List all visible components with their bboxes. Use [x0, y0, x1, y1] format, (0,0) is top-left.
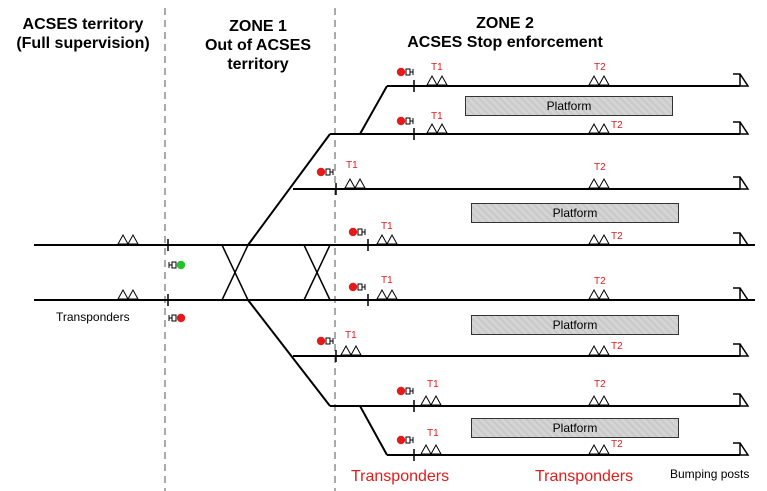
transponders-label: Transponders — [56, 310, 130, 324]
transponder-icon — [588, 177, 610, 189]
fan-branch-bottom — [359, 405, 388, 456]
t2-label: T2 — [611, 231, 623, 242]
zone2-line2: ACSES Stop enforcement — [407, 34, 603, 51]
zone2-line1: ZONE 2 — [476, 15, 534, 32]
bumping-posts-label: Bumping posts — [670, 467, 750, 481]
t1-label: T1 — [431, 111, 443, 122]
t2-label: T2 — [611, 341, 623, 352]
signal-icon — [396, 435, 414, 445]
t1-label: T1 — [381, 275, 393, 286]
fan-diagonal-down — [247, 299, 331, 407]
acses-territory-line1: ACSES territory — [22, 16, 144, 33]
platform-4: Platform — [471, 418, 679, 438]
platform-3: Platform — [471, 315, 679, 335]
transponder-icon — [117, 288, 139, 300]
fan-diagonal-up — [247, 133, 331, 246]
bumping-post-icon — [733, 287, 750, 301]
transponder-icon — [376, 233, 398, 245]
transponder-icon — [588, 74, 610, 86]
transponder-icon — [588, 122, 610, 134]
transponder-icons — [117, 74, 610, 455]
bumping-post-icon — [733, 176, 750, 190]
zone1-line2: Out of ACSES — [204, 37, 312, 54]
zone1-title: ZONE 1 Out of ACSES territory — [185, 17, 331, 74]
zone2-title: ZONE 2 ACSES Stop enforcement — [380, 14, 630, 52]
transponder-icon — [420, 443, 442, 455]
t1-label: T1 — [431, 62, 443, 73]
platform-2: Platform — [471, 203, 679, 223]
zone1-line1: ZONE 1 — [229, 18, 287, 35]
signal-icon — [316, 336, 334, 346]
bumping-post-icon — [733, 121, 750, 135]
t2-label: T2 — [594, 62, 606, 73]
transponder-icon — [376, 288, 398, 300]
bumping-post-icon — [733, 393, 750, 407]
transponder-icon — [588, 443, 610, 455]
transponder-icon — [588, 344, 610, 356]
t1-label: T1 — [427, 428, 439, 439]
transponder-icon — [426, 122, 448, 134]
bumping-post-icon — [733, 232, 750, 246]
signal-icon-green — [168, 260, 186, 270]
bumping-post-icon — [733, 73, 750, 87]
transponder-icon — [420, 394, 442, 406]
t1-label: T1 — [345, 330, 357, 341]
t2-label: T2 — [594, 162, 606, 173]
signal-icon — [348, 282, 366, 292]
insulated-joints — [167, 80, 415, 461]
t2-label: T2 — [594, 379, 606, 390]
signals — [168, 67, 414, 445]
t2-label: T2 — [594, 276, 606, 287]
transponder-icon — [588, 233, 610, 245]
platform-1: Platform — [465, 96, 673, 116]
crossover-2b — [303, 244, 331, 301]
transponders-label-zone2-t2: Transponders — [535, 468, 634, 485]
signal-icon — [316, 167, 334, 177]
transponder-icon — [426, 74, 448, 86]
t1-label: T1 — [346, 160, 358, 171]
signal-icon — [396, 116, 414, 126]
signal-icon — [168, 313, 186, 323]
transponder-icon — [344, 177, 366, 189]
bumping-post-icon — [733, 442, 750, 456]
acses-territory-title: ACSES territory (Full supervision) — [3, 15, 163, 53]
bumping-post-icon — [733, 343, 750, 357]
crossover-1b — [221, 244, 249, 301]
signal-icon — [396, 386, 414, 396]
transponder-icon — [588, 394, 610, 406]
signal-icon — [396, 67, 414, 77]
fan-branch-top — [359, 85, 388, 135]
transponder-icon — [117, 233, 139, 245]
t2-label: T2 — [611, 120, 623, 131]
t1-label: T1 — [381, 221, 393, 232]
t2-label: T2 — [611, 439, 623, 450]
t1-label: T1 — [427, 379, 439, 390]
acses-territory-line2: (Full supervision) — [16, 35, 150, 52]
transponders-label-zone2-t1: Transponders — [351, 468, 450, 485]
transponder-icon — [588, 288, 610, 300]
transponder-icon — [340, 344, 362, 356]
bumping-posts — [733, 73, 750, 456]
zone1-line3: territory — [227, 56, 289, 73]
signal-icon — [348, 227, 366, 237]
